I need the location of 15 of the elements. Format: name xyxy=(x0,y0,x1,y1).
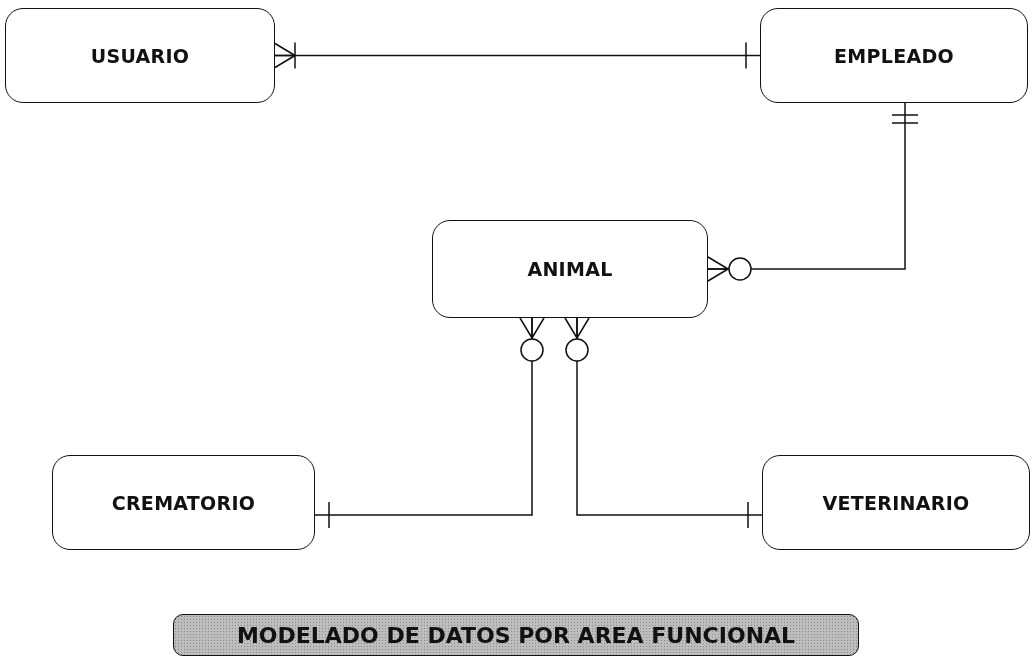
entity-box xyxy=(52,455,315,550)
relationship-line xyxy=(564,317,763,529)
entity-box xyxy=(760,8,1028,103)
relationship-line xyxy=(314,317,545,529)
entity-name: USUARIO xyxy=(90,44,190,67)
relationship-line xyxy=(274,41,761,70)
entity-name: CREMATORIO xyxy=(111,491,256,514)
entity-box xyxy=(432,220,708,318)
entity-name: ANIMAL xyxy=(527,258,613,280)
diagram-title: MODELADO DE DATOS POR AREA FUNCIONAL xyxy=(173,614,859,656)
entity-box xyxy=(762,455,1030,550)
entity-box xyxy=(5,8,275,103)
relationship-line xyxy=(707,102,918,282)
entity-name: VETERINARIO xyxy=(822,491,970,514)
entity-name: EMPLEADO xyxy=(834,44,954,67)
